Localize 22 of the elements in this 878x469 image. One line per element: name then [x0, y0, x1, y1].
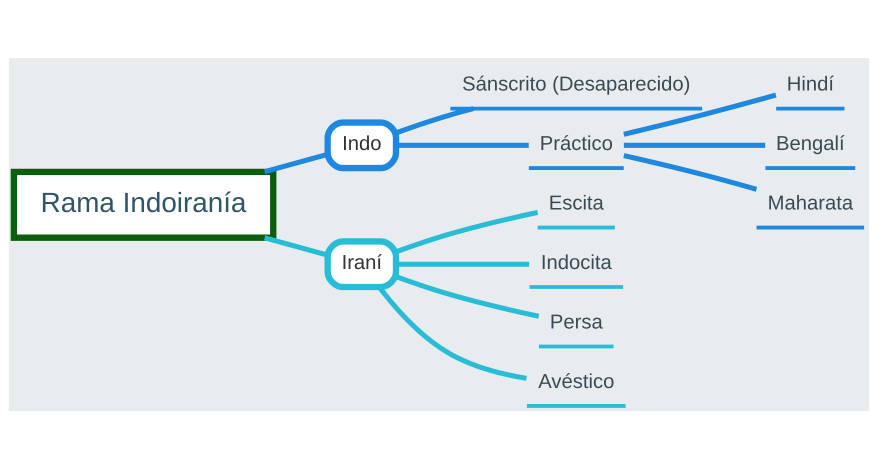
node-box: Iraní	[324, 238, 400, 290]
node-text: Sánscrito (Desaparecido)	[462, 74, 690, 96]
node-text: Avéstico	[538, 370, 614, 393]
node-box: Rama Indoiranía	[10, 168, 276, 241]
node-text: Práctico	[540, 133, 613, 156]
connector	[623, 92, 777, 137]
connector	[264, 235, 328, 258]
connector	[264, 152, 328, 174]
connector	[395, 106, 474, 136]
connector	[396, 142, 529, 148]
connector	[623, 153, 758, 192]
node-text: Persa	[550, 312, 603, 334]
connector	[395, 274, 540, 319]
node-box: Indo	[324, 119, 400, 172]
node-text: Escita	[548, 192, 604, 215]
connector	[396, 262, 530, 267]
node-text: Hindí	[786, 74, 834, 96]
connector	[624, 142, 766, 148]
node-text: Maharata	[768, 192, 854, 215]
connector	[395, 210, 538, 254]
node-text: Bengalí	[776, 133, 845, 156]
node-text: Indocita	[540, 252, 612, 274]
